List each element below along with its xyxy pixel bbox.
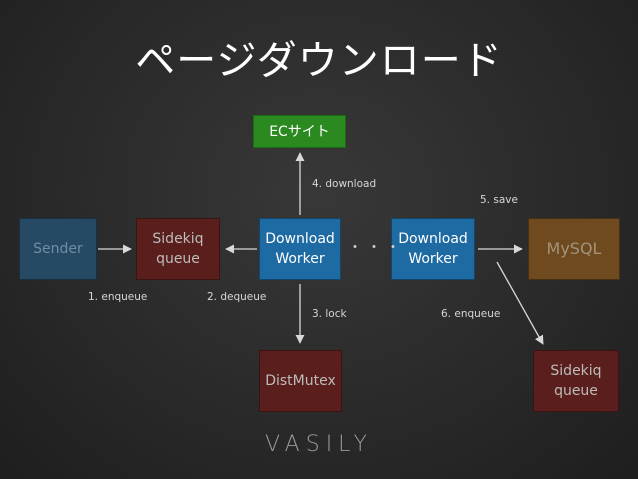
sender-node: Sender	[19, 218, 97, 280]
download-worker-node: Download Worker	[259, 218, 341, 280]
arrow-enqueue-2	[496, 261, 544, 345]
label-lock: 3. lock	[312, 308, 347, 320]
label-enqueue-2: 6. enqueue	[441, 308, 501, 320]
label-save: 5. save	[480, 194, 518, 206]
page-title: ページダウンロード	[135, 38, 503, 84]
sidekiq-queue-node: Sidekiq queue	[136, 218, 220, 280]
label-download: 4. download	[312, 178, 377, 190]
sidekiq-queue-node-2: Sidekiq queue	[533, 350, 619, 412]
label-enqueue: 1. enqueue	[88, 291, 148, 303]
download-worker-node-2: Download Worker	[391, 218, 475, 280]
label-dequeue: 2. dequeue	[207, 291, 267, 303]
ec-site-node: ECサイト	[253, 115, 346, 148]
ellipsis: ・・・	[348, 240, 405, 256]
mysql-node: MySQL	[528, 218, 620, 280]
dist-mutex-node: DistMutex	[259, 350, 342, 412]
vasily-logo: VASILY	[265, 432, 373, 457]
